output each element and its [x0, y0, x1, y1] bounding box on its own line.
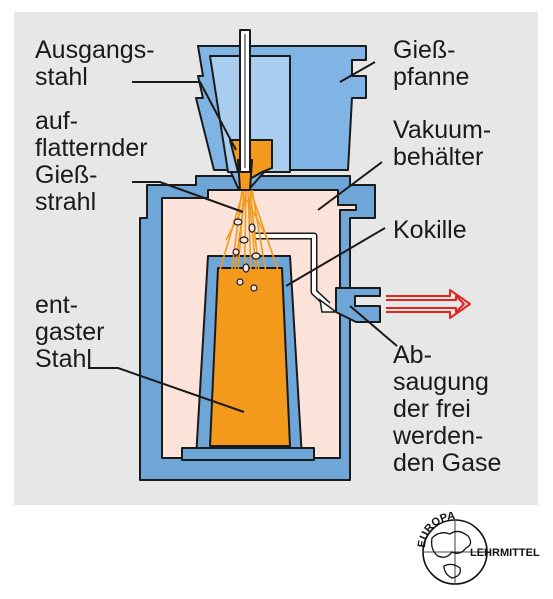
- kokille-mould: [181, 255, 315, 461]
- label-vakuumbehaelter: Vakuum- behälter: [393, 116, 498, 171]
- leader-lines: [88, 61, 398, 413]
- label-kokille: Kokille: [393, 216, 467, 244]
- label-absaugung-line: werden-: [392, 422, 483, 450]
- label-aufflatternder-line: strahl: [35, 188, 96, 216]
- leader-aufflatternder: [132, 181, 244, 213]
- label-entgaster-stahl: ent- gaster Stahl: [35, 291, 111, 373]
- giesspfanne-ladle: [195, 29, 367, 191]
- label-aufflatternder-line: Gieß-: [35, 161, 98, 189]
- label-absaugung: Ab- saugung der frei werden- den Gase: [392, 341, 501, 477]
- label-aufflatternder-line: auf-: [35, 107, 78, 135]
- label-ausgangsstahl-line: Ausgangs-: [35, 36, 155, 64]
- label-entgaster-line: Stahl: [35, 345, 92, 373]
- label-giesspfanne-line: Gieß-: [393, 36, 456, 64]
- label-kokille-line: Kokille: [393, 216, 467, 244]
- label-absaugung-line: der frei: [393, 395, 471, 423]
- label-entgaster-line: ent-: [35, 291, 78, 319]
- label-vakuumbehaelter-line: behälter: [393, 143, 483, 171]
- leader-entgaster: [88, 367, 245, 413]
- label-absaugung-line: den Gase: [393, 449, 501, 477]
- leader-giesspfanne: [339, 61, 376, 83]
- exhaust-red-arrow: [386, 289, 471, 319]
- label-giesspfanne-line: pfanne: [393, 63, 469, 91]
- label-ausgangsstahl-line: stahl: [35, 63, 88, 91]
- gas-flow-arrow: [255, 232, 339, 313]
- label-vakuumbehaelter-line: Vakuum-: [393, 116, 491, 144]
- label-aufflatternder-line: flatternder: [35, 134, 148, 162]
- label-ausgangsstahl: Ausgangs- stahl: [35, 36, 161, 91]
- leader-absaugung: [349, 305, 398, 347]
- label-aufflatternder-giessstrahl: auf- flatternder Gieß- strahl: [35, 107, 155, 216]
- leader-vakuumbehaelter: [317, 161, 383, 211]
- gas-bubbles: [232, 218, 261, 292]
- leader-ausgangsstahl: [132, 81, 237, 151]
- leader-kokille: [285, 227, 386, 287]
- label-entgaster-line: gaster: [35, 318, 104, 346]
- label-giesspfanne: Gieß- pfanne: [393, 36, 469, 91]
- label-absaugung-line: saugung: [393, 368, 489, 396]
- label-absaugung-line: Ab-: [393, 341, 432, 369]
- logo-continents: [430, 530, 472, 579]
- logo-right-text: LEHRMITTEL: [470, 547, 540, 559]
- exhaust-pipe: [335, 287, 381, 323]
- europa-lehrmittel-logo: EUROPA LEHRMITTEL: [416, 510, 540, 585]
